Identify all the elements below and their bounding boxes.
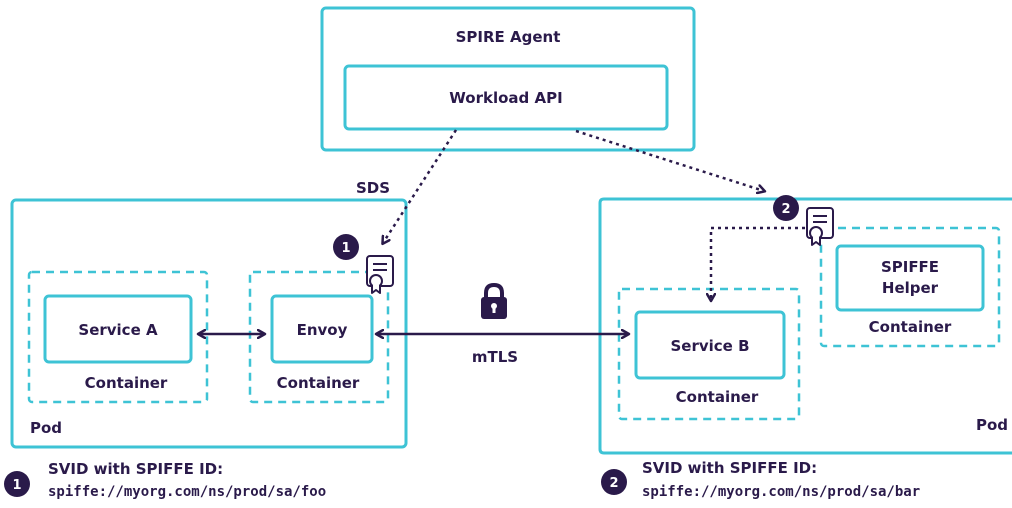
service-b-label: Service B xyxy=(670,337,749,355)
svg-text:1: 1 xyxy=(12,478,21,493)
badge-1-icon: 1 xyxy=(333,234,359,260)
badge-2-icon xyxy=(601,469,627,495)
legend-item-1: 1 SVID with SPIFFE ID: spiffe://myorg.co… xyxy=(4,460,326,500)
envoy-container-label: Container xyxy=(277,374,360,392)
service-b-container-label: Container xyxy=(676,388,759,406)
spiffe-helper-container xyxy=(819,226,1001,348)
envoy-box xyxy=(270,294,374,364)
spire-agent-box: SPIRE Agent Workload API xyxy=(320,6,696,152)
badge-1-icon xyxy=(4,471,30,497)
badge-2-icon: 2 xyxy=(773,195,799,221)
legend-2-title: SVID with SPIFFE ID: xyxy=(642,459,817,477)
legend-1-spiffe-id: spiffe://myorg.com/ns/prod/sa/foo xyxy=(48,484,326,500)
pod-right: Pod Service B Container SPIFFE Helper Co… xyxy=(598,195,1012,455)
service-b-container xyxy=(617,287,801,421)
pod-left: Pod Service A Container Envoy Container … xyxy=(10,198,408,449)
svg-text:1: 1 xyxy=(341,241,350,256)
service-a-container-label: Container xyxy=(85,374,168,392)
envoy-label: Envoy xyxy=(297,321,348,339)
service-b-box xyxy=(634,310,786,380)
spiffe-helper-label-line2: Helper xyxy=(882,279,939,297)
legend-2-spiffe-id: spiffe://myorg.com/ns/prod/sa/bar xyxy=(642,484,920,500)
spire-agent-title: SPIRE Agent xyxy=(456,28,561,46)
certificate-icon xyxy=(806,207,834,246)
workload-api-box xyxy=(343,64,669,131)
pod-left-label: Pod xyxy=(30,419,62,437)
service-a-label: Service A xyxy=(78,321,158,339)
workload-api-to-helper-arrow xyxy=(575,129,764,191)
spiffe-helper-container-label: Container xyxy=(869,318,952,336)
helper-to-service-b-arrow xyxy=(711,226,805,300)
legend-item-2: 2 SVID with SPIFFE ID: spiffe://myorg.co… xyxy=(601,459,920,500)
workload-api-label: Workload API xyxy=(449,89,562,107)
certificate-icon xyxy=(366,255,394,294)
svg-text:2: 2 xyxy=(609,476,618,491)
spiffe-helper-label-line1: SPIFFE xyxy=(881,258,939,276)
svg-text:2: 2 xyxy=(781,202,790,217)
lock-icon xyxy=(481,282,507,319)
sds-arrow xyxy=(383,129,458,243)
pod-right-label: Pod xyxy=(976,416,1008,434)
service-a-box xyxy=(43,294,193,364)
legend-1-title: SVID with SPIFFE ID: xyxy=(48,460,223,478)
sds-label: SDS xyxy=(356,179,390,197)
mtls-label: mTLS xyxy=(472,348,518,366)
spiffe-helper-box xyxy=(835,244,985,312)
